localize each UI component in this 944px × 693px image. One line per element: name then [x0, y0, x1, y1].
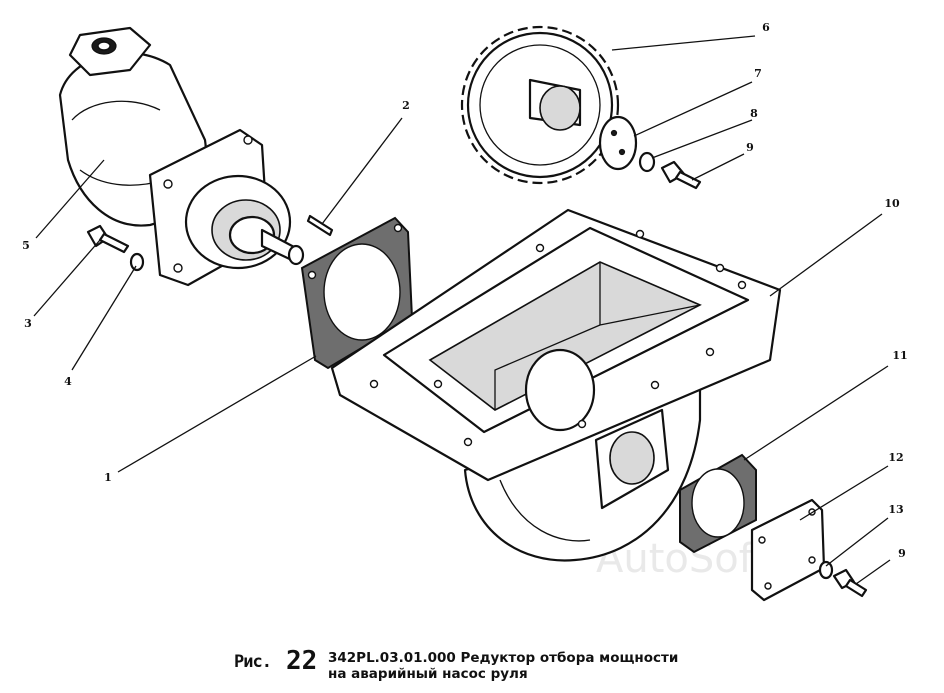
gearbox-housing — [330, 208, 782, 562]
shaft-key — [306, 214, 334, 237]
figure-number: 22 — [286, 646, 318, 676]
callout-5-label: 5 — [22, 239, 30, 252]
callout-6-label: 6 — [762, 21, 770, 34]
caption-line-2: на аварийный насос руля — [328, 666, 528, 682]
gear-bolt — [660, 160, 702, 190]
callout-1: 1 — [104, 355, 317, 484]
callout-4: 4 — [64, 265, 137, 388]
cover-bolt — [832, 568, 868, 598]
callout-2: 2 — [321, 99, 410, 225]
callout-1-label: 1 — [104, 471, 112, 484]
callout-10: 10 — [769, 197, 900, 297]
pump-lock-washer — [129, 252, 145, 272]
callout-3: 3 — [24, 239, 101, 330]
gear-lock-washer — [638, 151, 656, 173]
pump-gasket — [300, 216, 414, 370]
cover-lock-washer — [818, 560, 834, 580]
callout-13-label: 13 — [888, 503, 903, 516]
callout-12-label: 12 — [888, 451, 903, 464]
callout-10-label: 10 — [884, 197, 900, 210]
callout-7: 7 — [633, 67, 762, 137]
callout-8: 8 — [651, 107, 758, 159]
callout-4-label: 4 — [64, 375, 72, 388]
callout-9-top: 9 — [691, 141, 754, 181]
callout-6: 6 — [611, 21, 770, 51]
callout-13: 13 — [825, 503, 904, 567]
callout-5: 5 — [22, 159, 105, 252]
callout-9-bottom: 9 — [855, 547, 906, 585]
callout-11-label: 11 — [892, 349, 907, 362]
cover-plate — [750, 498, 826, 602]
callout-11: 11 — [743, 349, 908, 461]
callout-12: 12 — [799, 451, 904, 521]
caption-line-1: 342PL.03.01.000 Редуктор отбора мощности — [328, 650, 679, 666]
hydraulic-pump — [58, 26, 305, 287]
callout-3-label: 3 — [24, 317, 32, 330]
callout-9-bottom-label: 9 — [898, 547, 906, 560]
callout-9-top-label: 9 — [746, 141, 754, 154]
callout-8-label: 8 — [750, 107, 758, 120]
pump-bolt — [86, 224, 130, 254]
cover-gasket — [679, 453, 757, 554]
figure-label: Рис. — [234, 652, 272, 672]
callout-2-label: 2 — [402, 99, 410, 112]
callout-7-label: 7 — [754, 67, 762, 80]
drive-gear — [460, 25, 620, 185]
retaining-plate — [598, 115, 638, 171]
